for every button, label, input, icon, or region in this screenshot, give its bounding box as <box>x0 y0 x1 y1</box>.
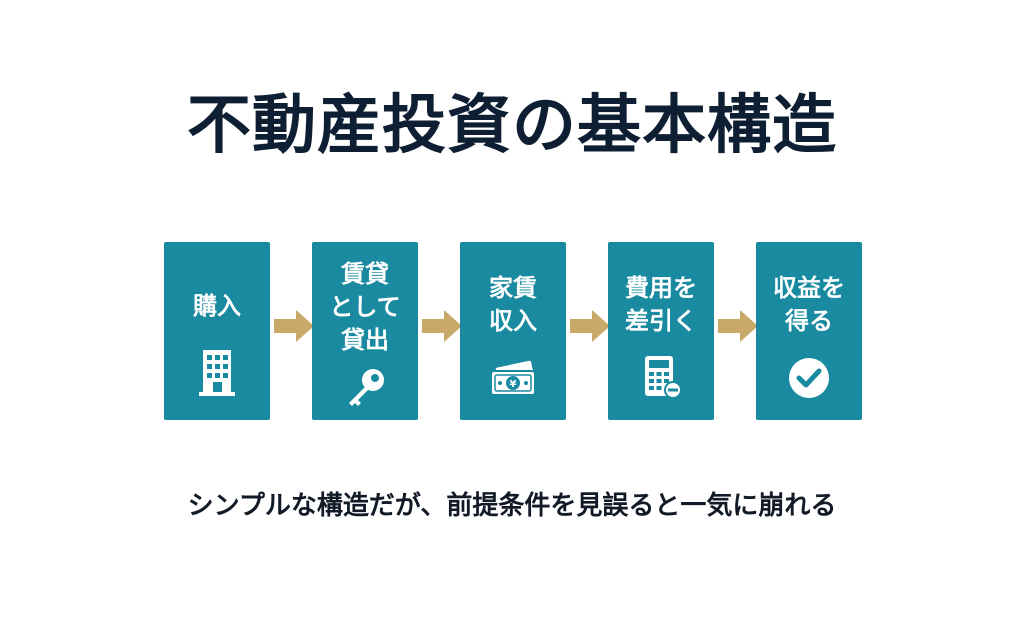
step-label: 家賃 収入 <box>489 274 537 335</box>
svg-text:¥: ¥ <box>510 379 517 390</box>
calculator-minus-icon <box>645 356 682 399</box>
check-circle-icon <box>789 358 829 398</box>
step-label: 収益を 得る <box>773 274 845 335</box>
yen-bill-icon: ¥ <box>490 360 536 396</box>
process-flow: 購入 賃貸 として 貸出 <box>164 242 864 420</box>
subtitle: シンプルな構造だが、前提条件を見誤ると一気に崩れる <box>187 491 837 521</box>
arrow-right-icon <box>422 310 462 342</box>
building-icon <box>199 350 235 396</box>
key-icon <box>349 369 384 406</box>
page-title: 不動産投資の基本構造 <box>187 89 837 163</box>
step-label: 費用を 差引く <box>625 274 697 335</box>
arrow-right-icon <box>274 310 314 342</box>
step-box-deduct-expenses: 費用を 差引く <box>608 242 714 420</box>
arrow-right-icon <box>718 310 758 342</box>
arrow-right-icon <box>570 310 610 342</box>
step-box-profit: 収益を 得る <box>756 242 862 420</box>
step-box-rent-income: 家賃 収入 ¥ <box>460 242 566 420</box>
step-box-purchase: 購入 <box>164 242 270 420</box>
step-label: 購入 <box>193 292 241 320</box>
step-label: 賃貸 として 貸出 <box>329 260 401 354</box>
step-box-lease: 賃貸 として 貸出 <box>312 242 418 420</box>
